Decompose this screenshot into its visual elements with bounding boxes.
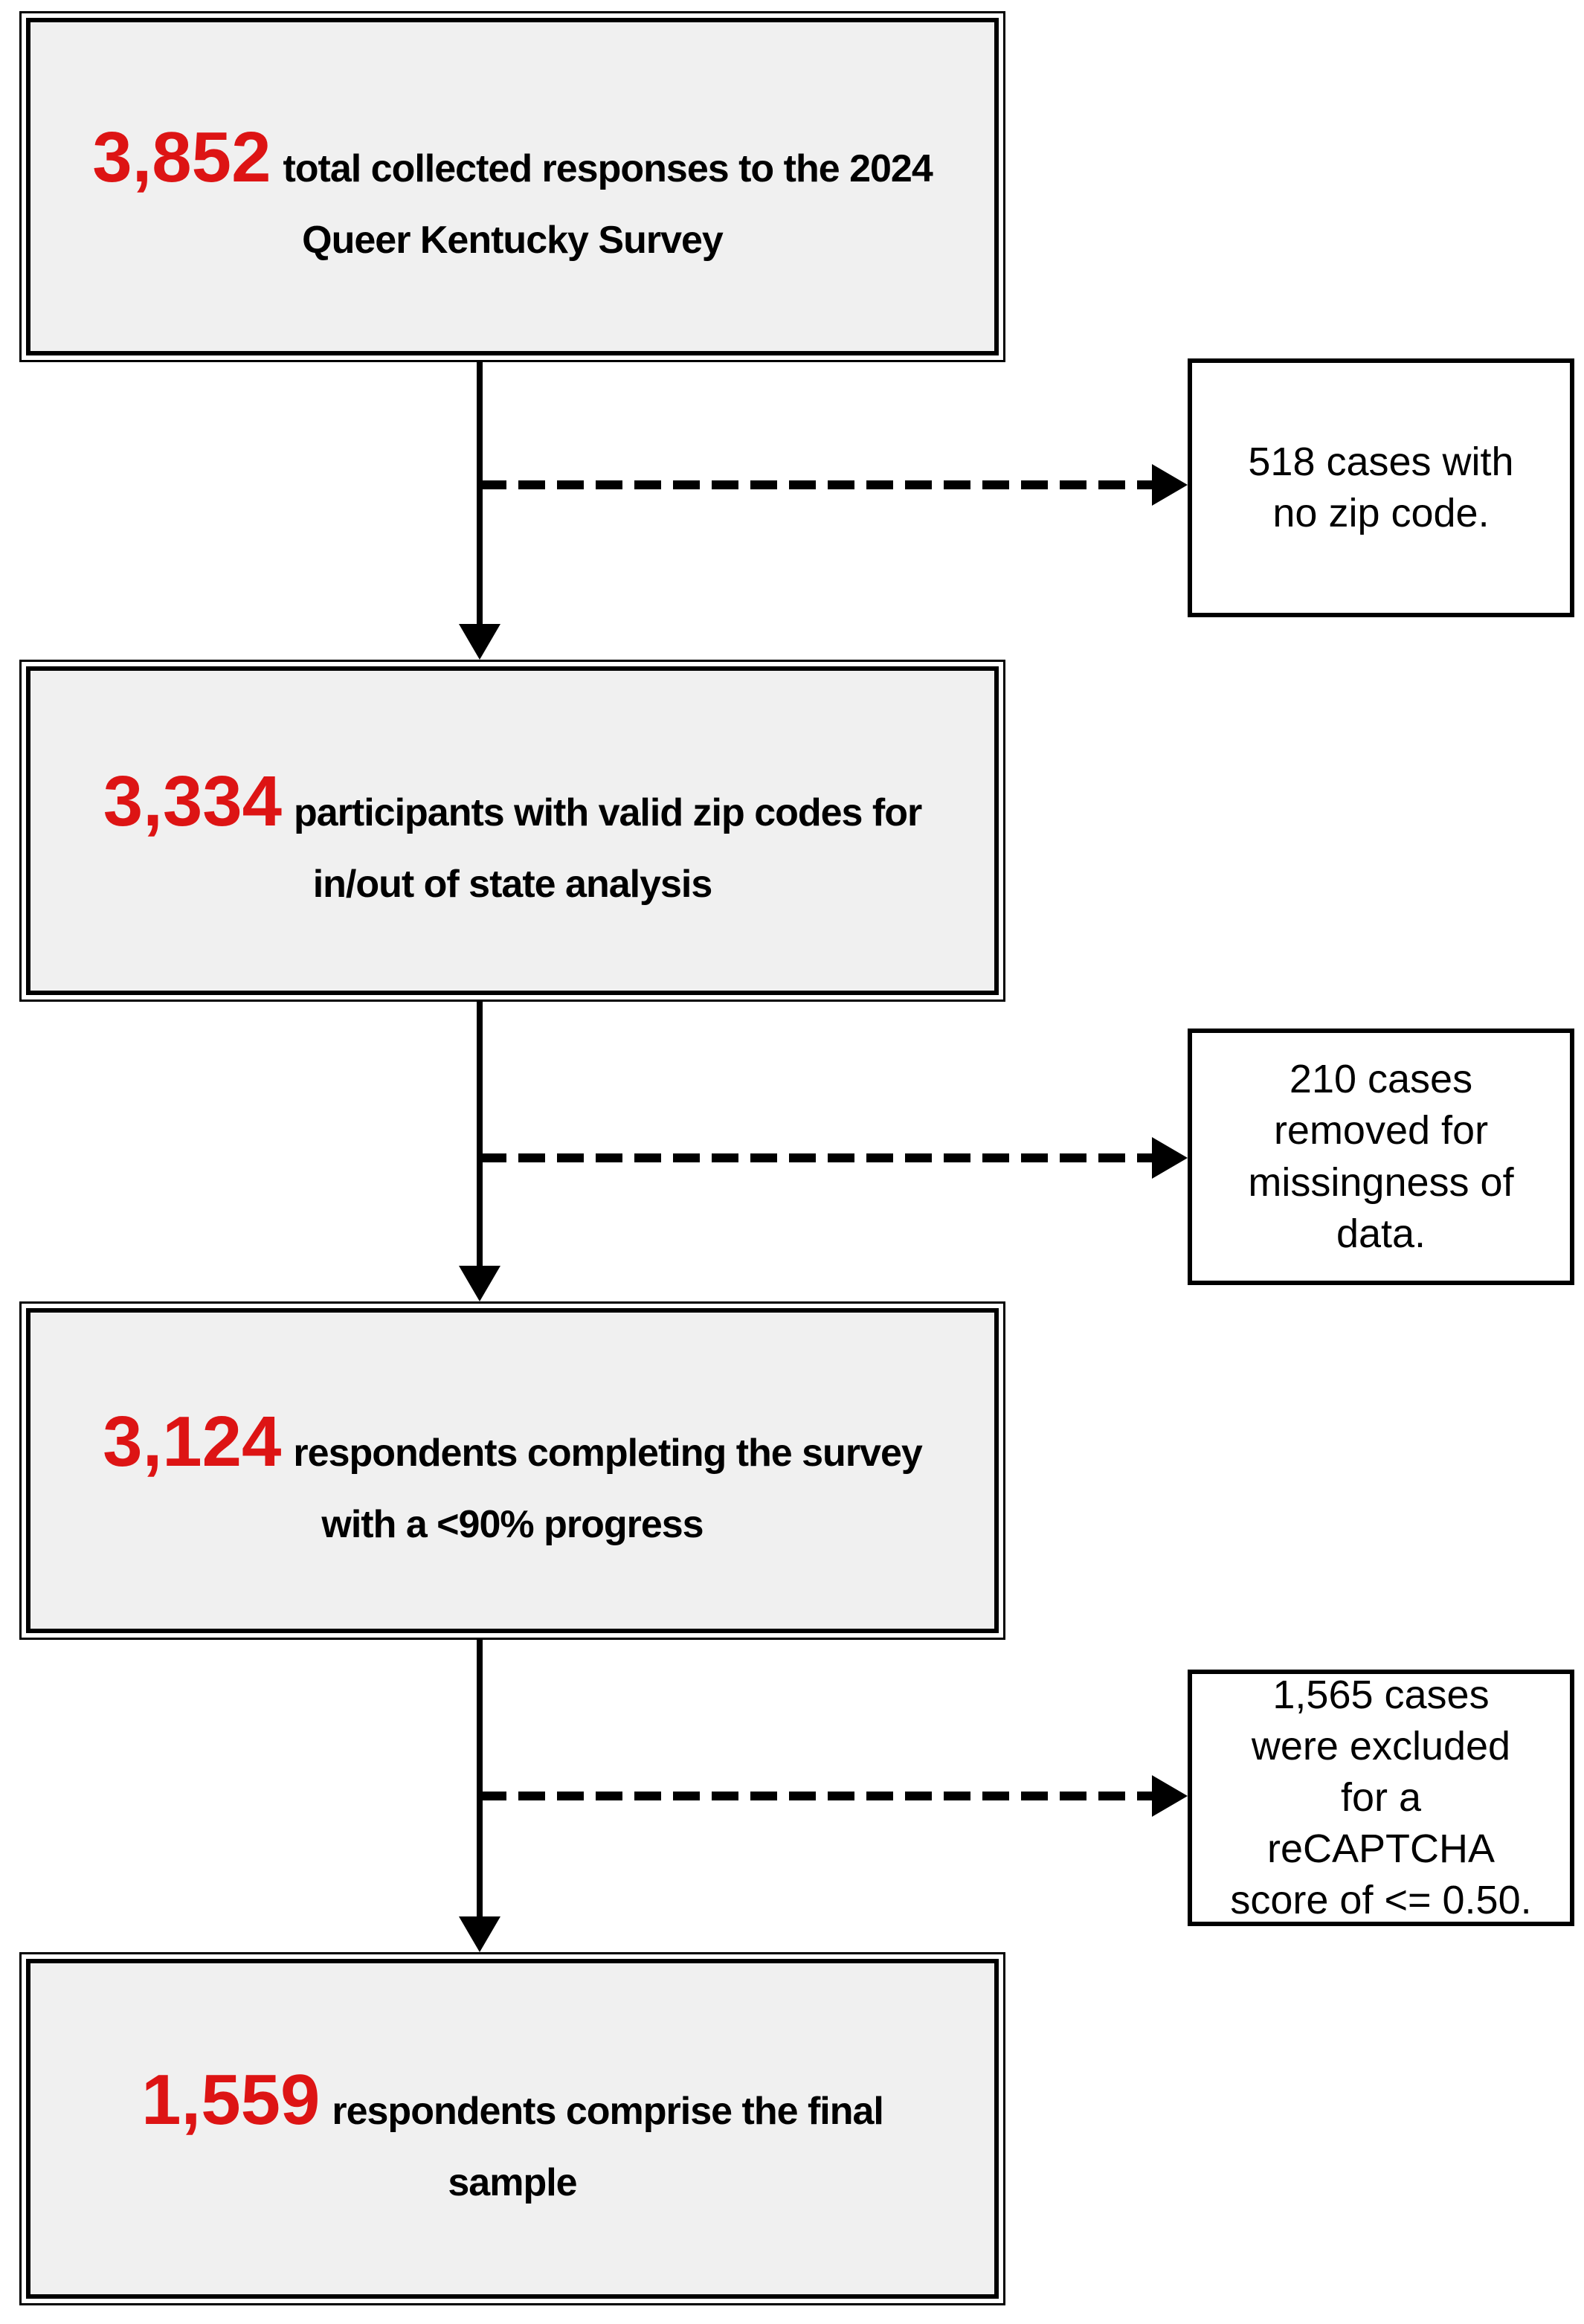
solid-down-arrowhead-icon-1 <box>459 624 500 660</box>
sidebox-no-zip-code-text: 518 cases with no zip code. <box>1248 439 1514 535</box>
box-valid-zip-codes-line2: in/out of state analysis <box>312 863 713 906</box>
box-final-sample-line2: sample <box>448 2160 577 2204</box>
count-final-sample: 1,559 <box>141 2059 321 2140</box>
solid-down-arrow-line-2 <box>477 1002 483 1266</box>
dashed-arrowhead-icon-3 <box>1152 1775 1188 1817</box>
box-valid-zip-codes-inner: 3,334 participants with valid zip codes f… <box>26 666 999 995</box>
box-total-responses-line1: total collected responses to the 2024 <box>283 147 933 190</box>
sidebox-missingness-text: 210 cases removed for missingness of dat… <box>1248 1057 1514 1256</box>
count-valid-zip-codes: 3,334 <box>103 762 282 841</box>
solid-down-arrow-line-3 <box>477 1640 483 1916</box>
box-survey-progress-line1: respondents completing the survey <box>293 1431 922 1475</box>
box-total-responses-line2: Queer Kentucky Survey <box>302 219 724 262</box>
box-final-sample-line1: respondents comprise the final <box>332 2089 883 2133</box>
box-total-responses-inner: 3,852 total collected responses to the 20… <box>26 18 999 355</box>
sidebox-missingness: 210 cases removed for missingness of dat… <box>1188 1029 1574 1285</box>
dashed-arrow-line-2 <box>480 1153 1152 1162</box>
solid-down-arrowhead-icon-3 <box>459 1916 500 1952</box>
sidebox-recaptcha-text: 1,565 cases were excluded for a reCAPTCH… <box>1230 1672 1532 1923</box>
box-survey-progress-line2: with a <90% progress <box>321 1502 704 1546</box>
box-total-responses: 3,852 total collected responses to the 20… <box>19 11 1005 362</box>
solid-down-arrowhead-icon-2 <box>459 1266 500 1301</box>
box-valid-zip-codes-line1: participants with valid zip codes for <box>293 791 922 834</box>
box-valid-zip-codes-text: 3,334 participants with valid zip codes f… <box>103 748 923 913</box>
dashed-arrowhead-icon-2 <box>1152 1137 1188 1179</box>
count-total-responses: 3,852 <box>92 118 271 197</box>
dashed-arrowhead-icon-1 <box>1152 464 1188 506</box>
sidebox-recaptcha: 1,565 cases were excluded for a reCAPTCH… <box>1188 1670 1574 1926</box>
dashed-arrow-line-3 <box>480 1792 1152 1800</box>
sidebox-no-zip-code: 518 cases with no zip code. <box>1188 358 1574 617</box>
box-total-responses-text: 3,852 total collected responses to the 20… <box>92 104 933 269</box>
box-valid-zip-codes: 3,334 participants with valid zip codes f… <box>19 660 1005 1002</box>
count-survey-progress: 3,124 <box>103 1401 282 1481</box>
dashed-arrow-line-1 <box>480 480 1152 489</box>
solid-down-arrow-line-1 <box>477 362 483 624</box>
